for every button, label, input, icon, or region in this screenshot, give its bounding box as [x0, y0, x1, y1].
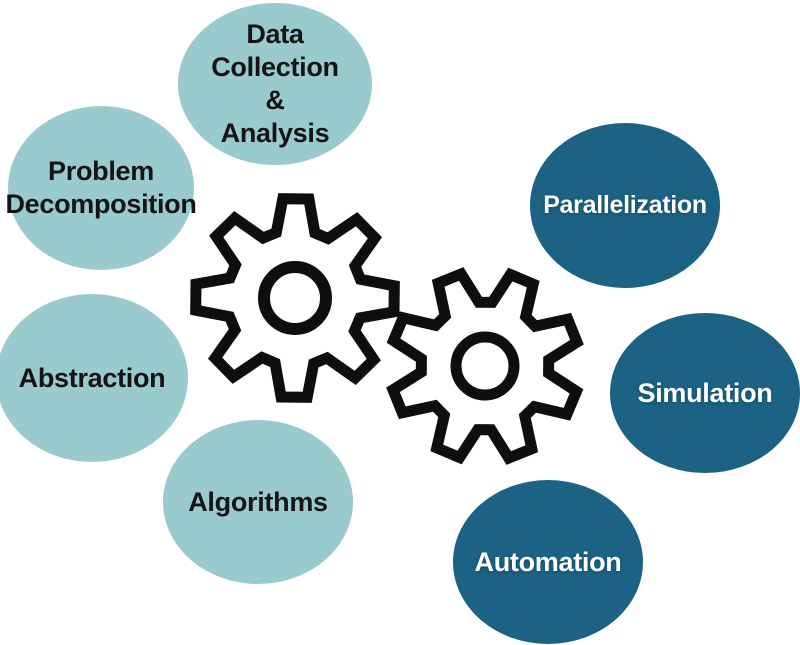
circle-algorithms: Algorithms [163, 420, 353, 584]
circle-parallelization: Parallelization [530, 123, 720, 288]
circle-label: Parallelization [543, 191, 707, 220]
circle-problem-decomposition: Problem Decomposition [5, 106, 197, 270]
circle-label: Problem Decomposition [5, 156, 197, 219]
gear-hub-ring [450, 331, 520, 401]
circle-label: Data Collection & Analysis [211, 19, 339, 148]
gear-hub-ring [258, 261, 332, 335]
circle-label: Algorithms [188, 486, 328, 517]
circle-automation: Automation [453, 480, 643, 644]
gear-icon [386, 267, 584, 465]
circle-simulation: Simulation [610, 313, 800, 473]
circle-data-collection-analysis: Data Collection & Analysis [178, 3, 372, 165]
circle-label: Automation [474, 546, 622, 577]
circle-label: Abstraction [18, 362, 166, 393]
circle-abstraction: Abstraction [0, 294, 188, 462]
circle-label: Simulation [637, 377, 773, 408]
gear-icon [190, 193, 400, 403]
